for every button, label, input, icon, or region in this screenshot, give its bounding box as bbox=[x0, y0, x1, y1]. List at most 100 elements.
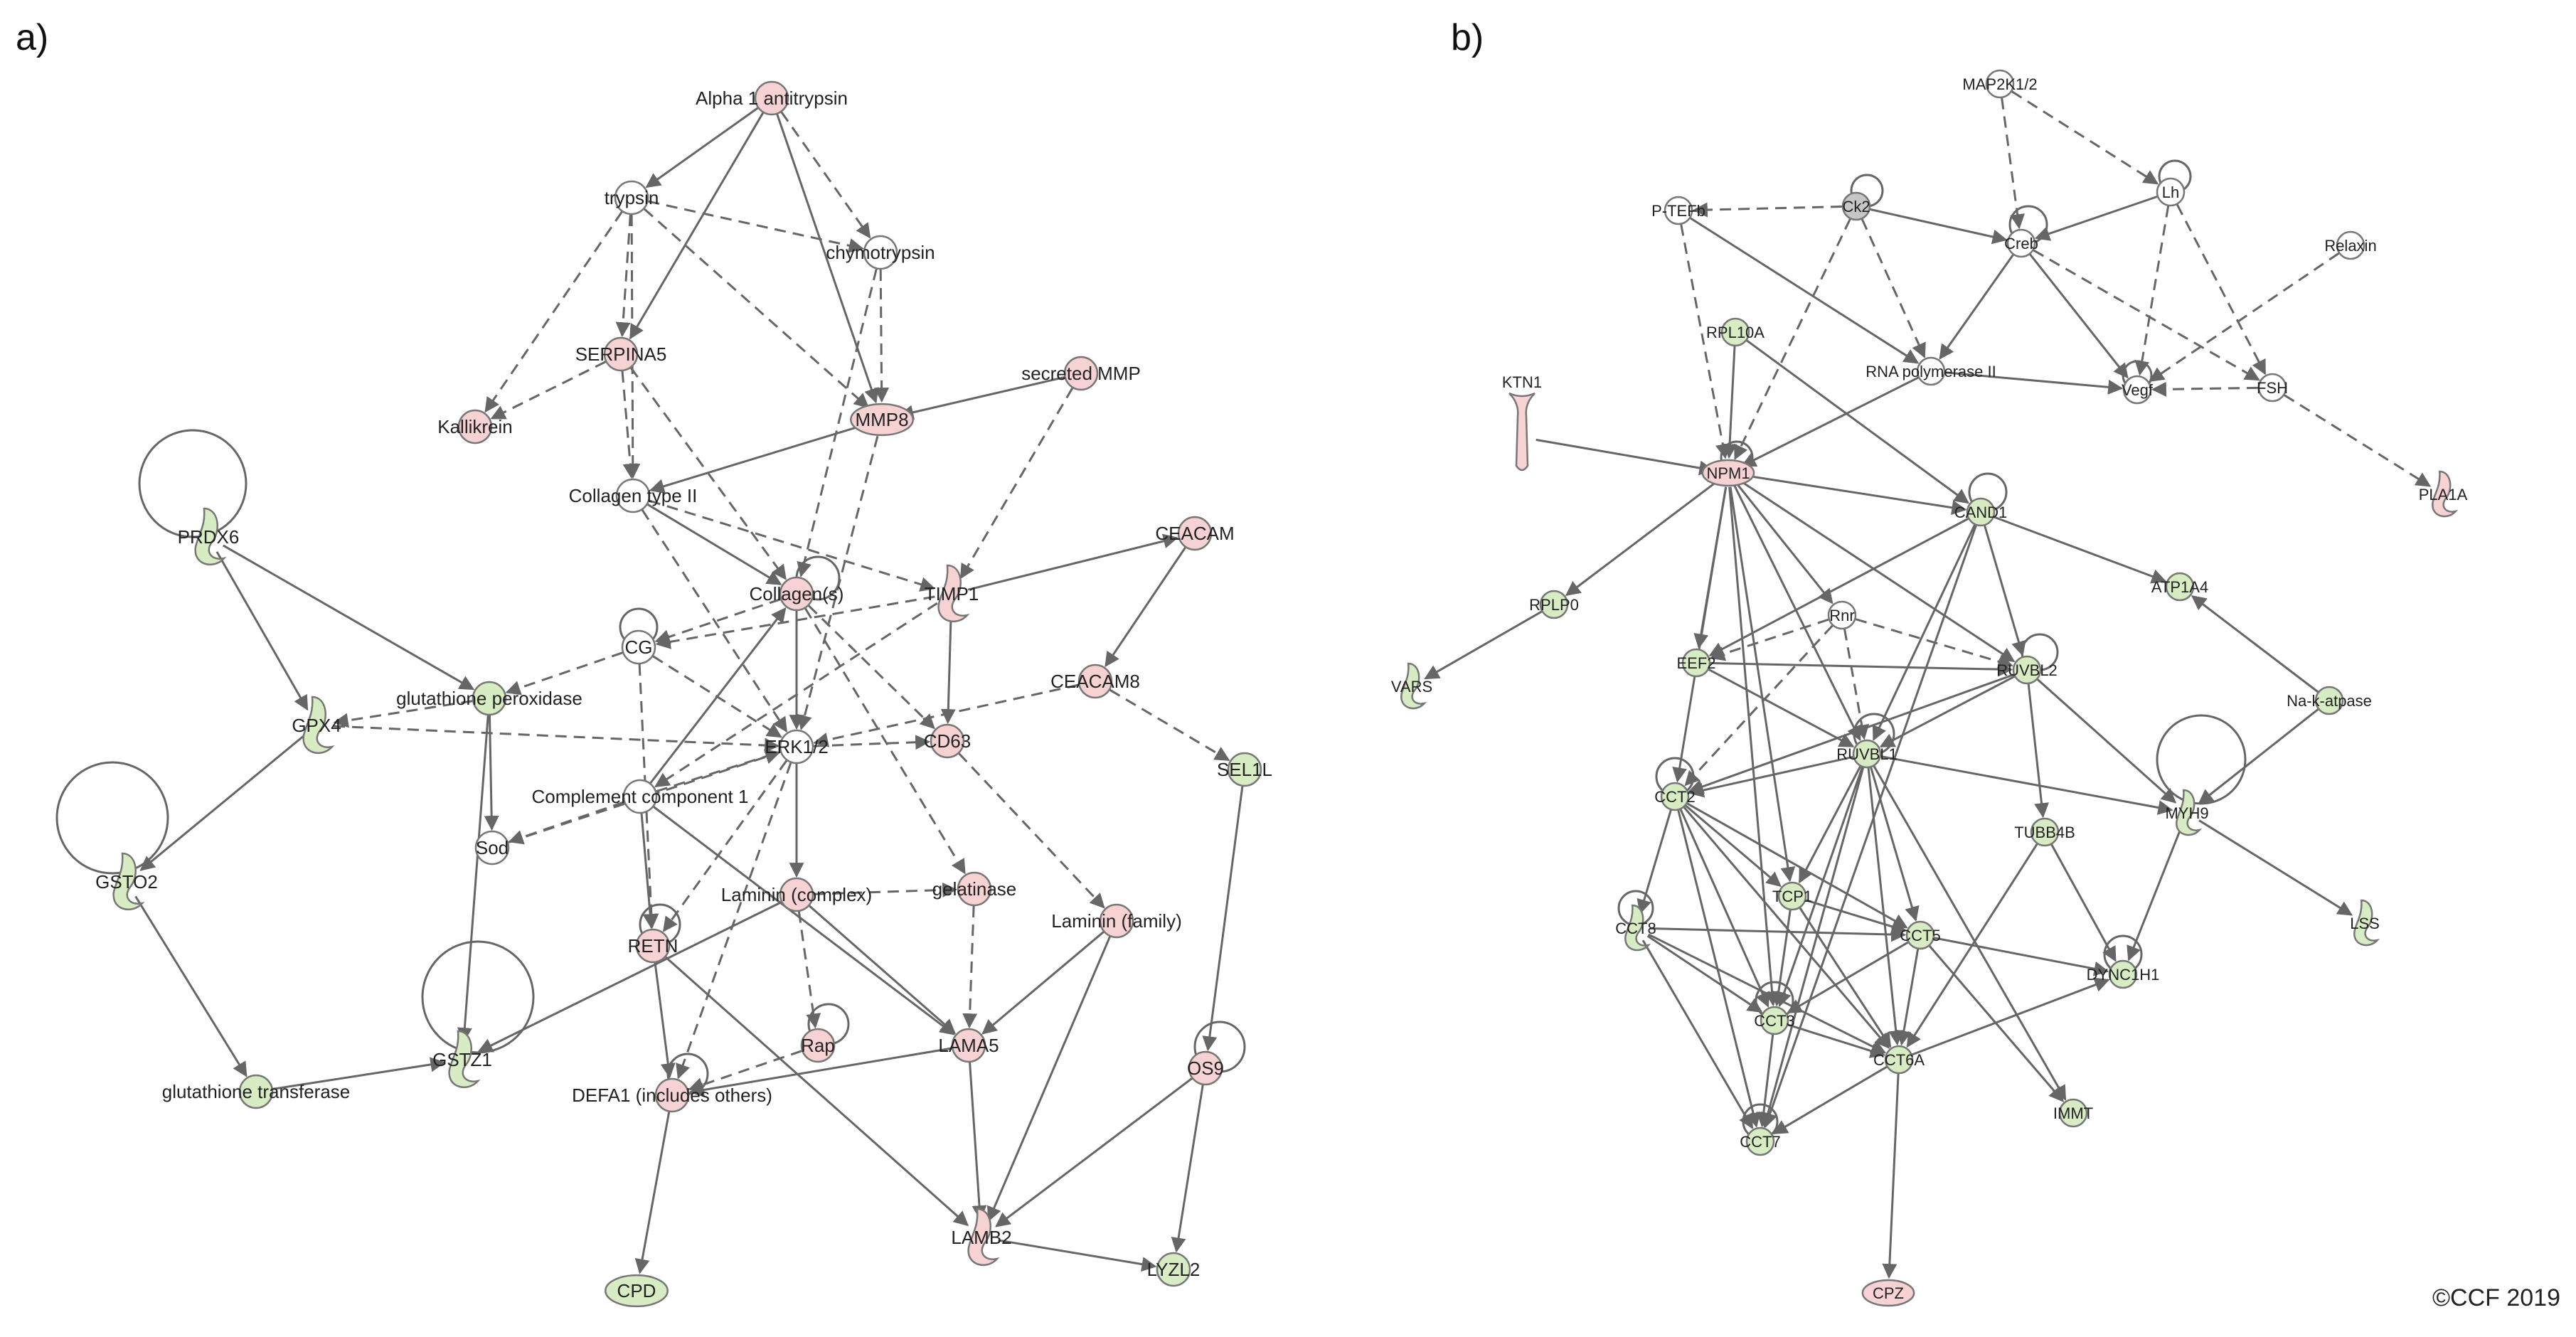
node-mmp8[interactable]: MMP8 bbox=[850, 403, 914, 437]
node-prdx6[interactable]: PRDX6 bbox=[138, 429, 248, 565]
node-gpx4[interactable]: GPX4 bbox=[292, 696, 341, 754]
node-label: Vegf bbox=[2122, 381, 2154, 399]
node-p-tefb[interactable]: P-TEFb bbox=[1651, 196, 1705, 225]
edge-a2-a4 bbox=[615, 214, 632, 338]
node-label: Na-k-atpase bbox=[2287, 692, 2372, 710]
node-laminin-family-[interactable]: Laminin (family) bbox=[1051, 903, 1182, 939]
node-rap[interactable]: Rap bbox=[800, 1003, 850, 1063]
node-npm1[interactable]: NPM1 bbox=[1701, 440, 1755, 487]
node-creb[interactable]: Creb bbox=[2004, 205, 2048, 258]
node-lama5[interactable]: LAMA5 bbox=[938, 1028, 999, 1063]
node-collagen-s-[interactable]: Collagen(s) bbox=[750, 555, 844, 612]
node-shape-hook bbox=[194, 507, 227, 565]
node-ceacam[interactable]: CEACAM bbox=[1155, 516, 1235, 551]
edge-a18-a26 bbox=[958, 752, 1105, 909]
edge-b17-b23 bbox=[1684, 624, 1833, 787]
node-cct7[interactable]: CCT7 bbox=[1740, 1103, 1781, 1156]
node-vegf[interactable]: Vegf bbox=[2122, 360, 2154, 405]
node-cct8[interactable]: CCT8 bbox=[1615, 890, 1656, 952]
node-pla1a[interactable]: PLA1A bbox=[2419, 470, 2468, 518]
edge-a23-a27 bbox=[477, 901, 782, 1053]
node-complement-component-1[interactable]: Complement component 1 bbox=[532, 779, 749, 814]
node-serpina5[interactable]: SERPINA5 bbox=[575, 336, 667, 372]
node-label: P-TEFb bbox=[1651, 202, 1705, 220]
node-laminin-complex-[interactable]: Laminin (complex) bbox=[721, 877, 872, 912]
edges-layer bbox=[134, 90, 2432, 1279]
node-shape-circle bbox=[1827, 600, 1857, 630]
node-cpd[interactable]: CPD bbox=[605, 1274, 669, 1308]
node-cct5[interactable]: CCT5 bbox=[1900, 920, 1941, 950]
node-cct2[interactable]: CCT2 bbox=[1654, 757, 1696, 811]
node-label: TIMP1 bbox=[925, 583, 979, 604]
edge-b5-b8 bbox=[1939, 254, 2014, 360]
node-gsto2[interactable]: GSTO2 bbox=[55, 761, 169, 910]
node-kallikrein[interactable]: Kallikrein bbox=[437, 409, 513, 444]
node-label: gelatinase bbox=[932, 878, 1017, 900]
node-ck2[interactable]: Ck2 bbox=[1841, 174, 1884, 221]
node-atp1a4[interactable]: ATP1A4 bbox=[2151, 572, 2208, 602]
node-relaxin[interactable]: Relaxin bbox=[2324, 230, 2377, 260]
node-immt[interactable]: IMMT bbox=[2053, 1098, 2093, 1128]
node-label: RPL10A bbox=[1706, 324, 1765, 341]
node-ruvbl2[interactable]: RUVBL2 bbox=[1996, 633, 2059, 685]
node-ruvbl1[interactable]: RUVBL1 bbox=[1836, 713, 1898, 769]
node-defa1-includes-others-[interactable]: DEFA1 (includes others) bbox=[572, 1053, 772, 1113]
node-timp1[interactable]: TIMP1 bbox=[925, 564, 979, 622]
node-rpl10a[interactable]: RPL10A bbox=[1706, 317, 1765, 347]
node-lyzl2[interactable]: LYZL2 bbox=[1147, 1252, 1201, 1287]
node-shape-hook bbox=[2353, 899, 2380, 947]
node-cct6a[interactable]: CCT6A bbox=[1873, 1045, 1925, 1075]
node-lss[interactable]: LSS bbox=[2350, 899, 2380, 947]
edge-b21-b24 bbox=[2198, 708, 2319, 804]
edge-b23-b32 bbox=[1683, 806, 1890, 1049]
node-rna-polymerase-ii[interactable]: RNA polymerase II bbox=[1866, 356, 1996, 386]
edge-b2-b8 bbox=[1861, 218, 1926, 358]
node-glutathione-transferase[interactable]: glutathione transferase bbox=[162, 1074, 351, 1109]
node-shape-circle bbox=[1063, 356, 1099, 391]
edge-b5-b10 bbox=[2033, 249, 2260, 381]
node-cpz[interactable]: CPZ bbox=[1861, 1279, 1915, 1307]
node-lh[interactable]: Lh bbox=[2156, 159, 2192, 207]
node-ceacam8[interactable]: CEACAM8 bbox=[1050, 664, 1140, 699]
node-label: SERPINA5 bbox=[575, 343, 667, 365]
node-gelatinase[interactable]: gelatinase bbox=[932, 871, 1017, 907]
node-secreted-mmp[interactable]: secreted MMP bbox=[1021, 356, 1141, 391]
edge-b12-b20 bbox=[1739, 479, 2016, 663]
node-myh9[interactable]: MYH9 bbox=[2156, 714, 2247, 836]
node-gstz1[interactable]: GSTZ1 bbox=[421, 940, 535, 1088]
edge-b6-b9 bbox=[2149, 252, 2340, 382]
node-eef2[interactable]: EEF2 bbox=[1676, 648, 1716, 678]
node-cct3[interactable]: CCT3 bbox=[1754, 981, 1795, 1035]
node-lamb2[interactable]: LAMB2 bbox=[951, 1208, 1012, 1266]
node-glutathione-peroxidase[interactable]: glutathione peroxidase bbox=[396, 681, 582, 716]
node-alpha-1-antitrypsin[interactable]: Alpha 1 antitrypsin bbox=[696, 80, 848, 116]
node-fsh[interactable]: FSH bbox=[2257, 373, 2288, 403]
node-shape-circle bbox=[1905, 920, 1935, 950]
node-shape-circle bbox=[654, 1077, 690, 1113]
node-rnr[interactable]: Rnr bbox=[1827, 600, 1857, 630]
edge-a3-a10 bbox=[797, 268, 878, 577]
node-sel1l[interactable]: SEL1L bbox=[1217, 752, 1272, 787]
node-tcp1[interactable]: TCP1 bbox=[1772, 881, 1812, 911]
node-rplp0[interactable]: RPLP0 bbox=[1529, 590, 1579, 619]
node-trypsin[interactable]: trypsin bbox=[605, 180, 659, 215]
node-erk1-2[interactable]: ERK1/2 bbox=[765, 729, 829, 765]
node-collagen-type-ii[interactable]: Collagen type II bbox=[569, 478, 698, 513]
edge-a9-a15 bbox=[215, 551, 309, 711]
node-cg[interactable]: CG bbox=[619, 607, 659, 665]
node-retn[interactable]: RETN bbox=[628, 903, 681, 964]
edge-b12-b26 bbox=[1729, 486, 1796, 883]
node-ktn1[interactable]: KTN1 bbox=[1502, 373, 1542, 472]
node-chymotrypsin[interactable]: chymotrypsin bbox=[826, 235, 935, 270]
node-cand1[interactable]: CAND1 bbox=[1954, 472, 2008, 527]
node-na-k-atpase[interactable]: Na-k-atpase bbox=[2287, 686, 2372, 715]
node-shape-circle bbox=[2165, 572, 2195, 602]
node-sod[interactable]: Sod bbox=[474, 830, 510, 865]
node-dync1h1[interactable]: DYNC1H1 bbox=[2087, 934, 2160, 989]
edge-b22-b33 bbox=[1873, 765, 2067, 1101]
node-cd63[interactable]: CD63 bbox=[924, 723, 971, 759]
node-tubb4b[interactable]: TUBB4B bbox=[2014, 817, 2075, 847]
node-map2k1-2[interactable]: MAP2K1/2 bbox=[1962, 69, 2038, 99]
node-os9[interactable]: OS9 bbox=[1187, 1021, 1246, 1086]
node-vars[interactable]: VARS bbox=[1391, 662, 1432, 710]
